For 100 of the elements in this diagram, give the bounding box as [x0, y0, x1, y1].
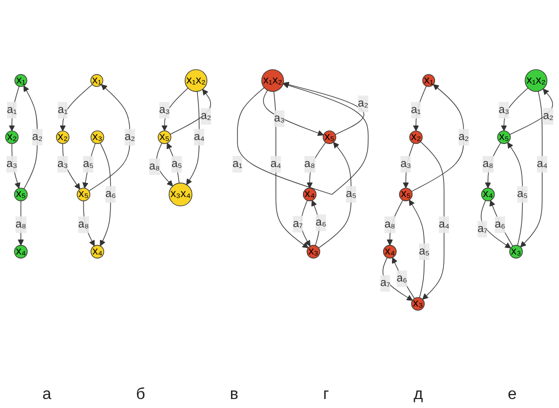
node-circle: x₄ — [14, 245, 28, 259]
arrow — [24, 86, 38, 190]
edge-label: a₂ — [124, 131, 136, 143]
edge-label: a₃ — [57, 158, 68, 170]
arrow — [283, 82, 364, 135]
node-circle: x₅ — [399, 188, 413, 202]
arrow — [60, 84, 93, 132]
arrow — [520, 91, 543, 248]
edge-label: a₂ — [458, 131, 469, 143]
edge-label: a₁ — [6, 104, 17, 116]
panel-letter: б — [136, 386, 146, 404]
arrow — [263, 90, 324, 136]
node-circle: x₅ — [76, 188, 90, 202]
edge-label: a₂ — [542, 110, 554, 122]
edge-label: a₄ — [194, 131, 205, 143]
panel-letter: в — [230, 386, 238, 404]
node-circle: x₃ — [411, 297, 425, 311]
node-circle: x₄ — [383, 245, 397, 259]
node-circle: x₅ — [158, 130, 172, 144]
edge-label: a₆ — [494, 218, 506, 230]
node-circle: x₃x₄ — [168, 182, 192, 206]
edge-label: a₈ — [149, 160, 160, 172]
edge-label: a₃ — [498, 104, 510, 116]
edge-label: a₈ — [15, 218, 26, 230]
arrow — [83, 200, 95, 246]
panel-letter: д — [414, 386, 423, 404]
node-circle: x₃ — [306, 245, 320, 259]
edge-label: a₄ — [536, 158, 548, 170]
edge-label: a₁ — [411, 104, 421, 116]
node-circle: x₁ — [422, 74, 436, 88]
arrow — [62, 143, 80, 190]
node-circle: x₅ — [322, 130, 336, 144]
node-circle: x₁x₂ — [524, 69, 548, 92]
arrow — [82, 143, 96, 189]
arrow — [507, 142, 523, 246]
arrow — [412, 86, 427, 132]
node-circle: x₄ — [90, 245, 104, 259]
edge-label: a₄ — [270, 158, 282, 170]
panel-letter: г — [323, 386, 329, 404]
edge-label: a₂ — [200, 110, 212, 122]
arrow — [18, 200, 24, 246]
arrow — [484, 142, 502, 188]
arrow — [318, 142, 352, 248]
node-circle: x₂ — [5, 130, 19, 144]
node-circle: x₁x₂ — [261, 69, 284, 92]
arrow — [382, 257, 413, 301]
node-circle: x₂ — [409, 130, 423, 144]
edge-label: a₈ — [482, 158, 494, 170]
node-circle: x₁ — [14, 74, 28, 88]
arrow — [509, 88, 553, 135]
edge-label: a₈ — [384, 218, 396, 230]
node-circle: x₅ — [497, 130, 511, 144]
edge-label: a₂ — [358, 98, 368, 110]
arrow — [408, 200, 425, 298]
arrow — [411, 84, 464, 192]
edge-label: a₇ — [477, 222, 488, 235]
edge-label: a₇ — [292, 218, 303, 230]
panel-letter: е — [508, 386, 517, 404]
edge-label: a₇ — [380, 277, 390, 290]
edge-label: a₆ — [316, 216, 326, 228]
node-circle: x₄ — [302, 188, 316, 202]
arrow — [306, 142, 326, 188]
arrow — [156, 142, 173, 186]
arrow — [311, 200, 320, 246]
edge-label: a₃ — [400, 158, 412, 170]
edge-label: a₅ — [171, 158, 182, 170]
arrow — [300, 200, 310, 247]
edge-label: a₅ — [82, 158, 94, 170]
arrow — [386, 200, 404, 246]
arrow — [273, 91, 308, 248]
edge-label: a₆ — [396, 272, 408, 284]
arrow — [237, 82, 369, 195]
edge-label: a₃ — [159, 104, 170, 116]
node-circle: x₄ — [481, 188, 495, 202]
arrow — [490, 200, 514, 247]
arrow — [186, 91, 200, 186]
arrow — [8, 86, 20, 132]
edge-label: a₃ — [6, 158, 18, 170]
arrow — [402, 142, 414, 188]
edge-label: a₅ — [517, 188, 528, 200]
edge-label: a₁ — [58, 104, 68, 116]
node-circle: x₃ — [509, 245, 523, 259]
edge-label: a₄ — [438, 218, 450, 230]
node-circle: x₁ — [90, 74, 104, 88]
node-circle: x₂ — [56, 130, 70, 144]
node-circle: x₁x₂ — [184, 69, 208, 92]
edge-label: a₈ — [78, 218, 89, 230]
edge-label: a₆ — [105, 188, 116, 200]
node-circle: x₃ — [90, 130, 104, 144]
arrow — [161, 88, 188, 132]
node-circle: x₅ — [14, 188, 28, 202]
edge-label: a₅ — [419, 246, 430, 258]
arrow — [392, 257, 415, 299]
edge-label: a₅ — [346, 188, 356, 200]
arrow — [12, 143, 20, 189]
arrow — [100, 142, 112, 246]
arrow — [420, 141, 444, 300]
edge-label: a₈ — [304, 158, 316, 170]
arrow — [500, 88, 528, 132]
arrow — [480, 200, 511, 248]
